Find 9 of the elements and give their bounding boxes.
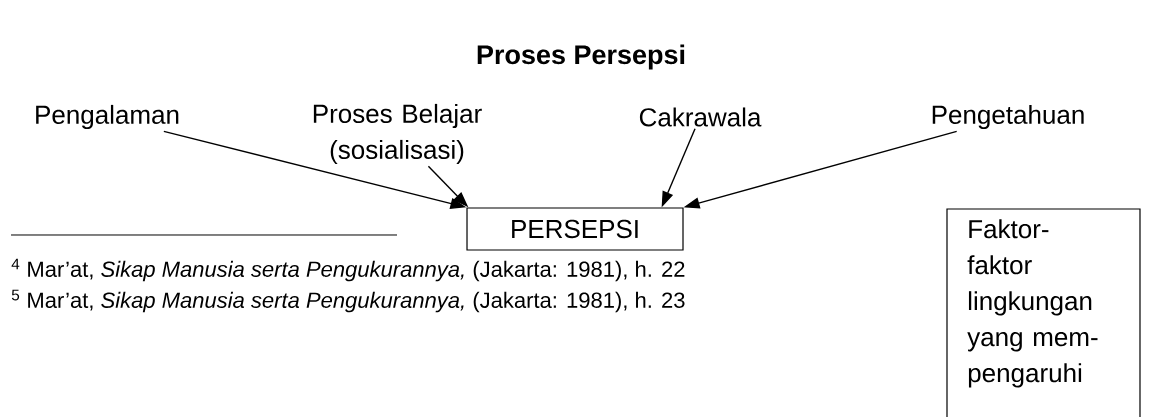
node-label: Cakrawala <box>639 107 762 127</box>
footnote: $^{4}$ Mar’at, Sikap Manusia serta Pengukurannya, (Jakarta: 1981), h. 22 <box>11 258 685 282</box>
node-label: Proses Belajar (sosialisasi) <box>313 103 482 165</box>
footnote: $^{5}$ Mar’at, Sikap Manusia serta Pengukurannya, (Jakarta: 1981), h. 23 <box>11 289 685 313</box>
node-label: Pengalaman <box>36 104 179 130</box>
process-box: PERSEPSI <box>466 207 684 251</box>
title: Proses Persepsi <box>477 44 685 70</box>
factor-box: Faktor- faktor lingkungan yang mem- pengaruhi <box>946 208 1141 417</box>
node-label: Pengetahuan <box>932 104 1084 130</box>
